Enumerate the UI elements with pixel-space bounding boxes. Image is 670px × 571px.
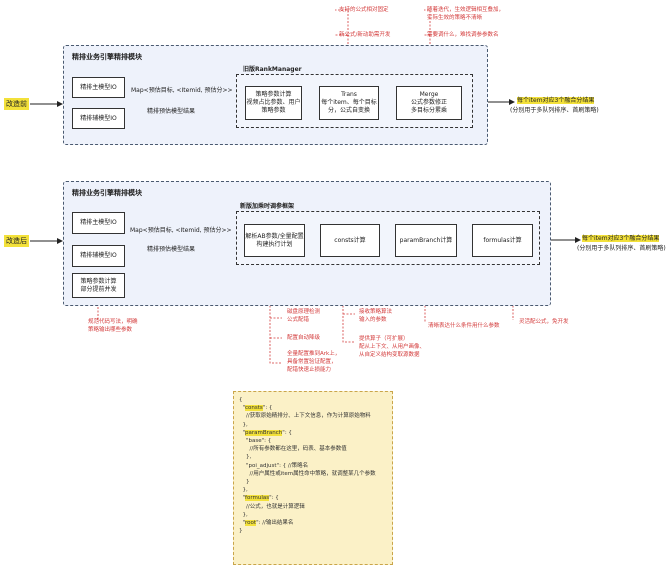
after-inner-title: 新版加乘时调参框架 [240, 203, 295, 210]
after-note-5: 接收策略算法 输入的参数 [359, 309, 393, 323]
code-line: //公式，也就是计算逻辑 [239, 503, 387, 511]
code-line: { [239, 396, 387, 404]
code-line: "formulas": { [239, 494, 387, 502]
code-text: } [239, 528, 243, 535]
after-note-3: 配置自动降级 [287, 335, 321, 341]
code-text: " [239, 429, 246, 436]
code-line: "root": //输出结果名 [239, 519, 387, 527]
code-text: " [239, 520, 246, 527]
after-tag: 改造后 [4, 235, 29, 247]
code-line: }, [239, 511, 387, 519]
before-merge-box: Merge 公式参数修正 多目标分累乘 [396, 86, 462, 120]
code-text-end: ": { [282, 429, 292, 436]
code-key-highlight: root [245, 520, 257, 527]
after-result-sub: (分别用于多队列排序、首刷策略) [577, 245, 666, 252]
code-text: }, [239, 454, 252, 461]
code-line: }, [239, 486, 387, 494]
after-parse-box: 解析AB参数/全量配置 构建执行计划 [244, 224, 305, 257]
before-note-1: 支持的公式相对固定 [339, 7, 389, 13]
before-result-sub: (分别用于多队列排序、首刷策略) [510, 107, 599, 114]
before-note-4: 需要调什么，难找调参参数名 [427, 32, 499, 38]
code-text: //公式，也就是计算逻辑 [239, 503, 305, 510]
code-line: //所有参数都在这里，码表、基本参数值 [239, 445, 387, 453]
code-text-end: ": { [262, 405, 273, 412]
code-text: //获取原始精排分、上下文信息，作为计算原始物料 [239, 413, 371, 420]
after-note-4: 全量配置推到Ark上， 具备常置验证配置， 配错快速止损能力 [287, 351, 341, 373]
after-parambranch-box: paramBranch计算 [395, 224, 457, 257]
code-text: { [239, 397, 243, 403]
after-result-highlight: 每个item对应3个融合分结果 [582, 235, 660, 242]
before-map-label: Map<预估目标, <Itemid, 预估分>> [131, 87, 233, 94]
code-text: }, [239, 511, 248, 518]
after-model-result-label: 精排预估模型结果 [147, 246, 196, 253]
code-text: //用户属性或item属性命中策略，就调整某几个参数 [239, 470, 376, 477]
before-result: 每个item对应3个融合分结果 [517, 97, 595, 105]
code-text-end: ": { [269, 495, 279, 502]
before-note-2: 新公式/新动助需开发 [339, 32, 391, 38]
code-text: } [239, 479, 250, 486]
after-note-1: 规范代码写法，明确 策略输出哪些参数 [88, 319, 138, 333]
after-strategy-precompute: 策略参数计算 部分提前并发 [72, 273, 125, 298]
code-key-highlight: consts [245, 405, 263, 412]
before-trans-box: Trans 每个item、每个目标 分，公式自变换 [319, 86, 379, 120]
before-note-3: 随着迭代，生效逻辑相互叠加， 实际生效的策略不清晰 [427, 7, 505, 21]
code-line: } [239, 478, 387, 486]
before-module-title: 精排业务引擎精排模块 [72, 53, 142, 61]
code-text: " [239, 495, 246, 502]
code-line: //获取原始精排分、上下文信息，作为计算原始物料 [239, 412, 387, 420]
after-module-title: 精排业务引擎精排模块 [72, 189, 142, 197]
code-text: " [239, 405, 246, 412]
code-line: "base": { [239, 437, 387, 445]
code-key-highlight: paramBranch [245, 429, 283, 436]
code-text: //所有参数都在这里，码表、基本参数值 [239, 446, 347, 453]
before-inner-title: 旧版RankManager [243, 66, 302, 73]
code-text-end: ": //输出结果名 [256, 520, 294, 527]
after-note-2: 磁盘原理检测 公式配错 [287, 309, 321, 323]
code-line: "consts": { [239, 404, 387, 412]
after-result: 每个item对应3个融合分结果 [582, 235, 660, 243]
code-line: //用户属性或item属性命中策略，就调整某几个参数 [239, 470, 387, 478]
after-formulas-box: formulas计算 [472, 224, 533, 257]
after-model-aux: 精排辅模型IO [72, 245, 125, 267]
before-result-highlight: 每个item对应3个融合分结果 [517, 97, 595, 104]
code-line: "poi_adjust": { //策略名 [239, 462, 387, 470]
code-line: }, [239, 453, 387, 461]
code-key-highlight: formulas [245, 495, 270, 502]
before-model-aux: 精排辅模型IO [72, 108, 125, 129]
after-consts-box: consts计算 [320, 224, 380, 257]
before-model-result-label: 精排预估模型结果 [147, 108, 196, 115]
code-text: }, [239, 487, 248, 494]
code-text: "poi_adjust": { //策略名 [239, 462, 309, 469]
after-model-main: 精排主模型IO [72, 212, 125, 234]
after-note-7: 清晰表达什么条件用什么参数 [428, 323, 500, 329]
before-tag: 改造前 [4, 98, 29, 110]
code-text: "base": { [239, 438, 272, 445]
code-line: "paramBranch": { [239, 429, 387, 437]
after-note-8: 灵活配公式，免开发 [519, 319, 569, 325]
code-line: } [239, 527, 387, 535]
before-strategy-box: 策略参数计算 视频占比参数、用户 策略参数 [245, 86, 302, 120]
code-text: }, [239, 421, 248, 428]
after-map-label: Map<预估目标, <Itemid, 预估分>> [130, 227, 232, 234]
config-code-block: { "consts": { //获取原始精排分、上下文信息，作为计算原始物料 }… [233, 391, 393, 565]
code-line: }, [239, 421, 387, 429]
before-model-main: 精排主模型IO [72, 77, 125, 98]
after-note-6: 提供算子（可扩展） 配从上下文、从用户画像、 从自定义结构变取源数据 [359, 336, 426, 358]
